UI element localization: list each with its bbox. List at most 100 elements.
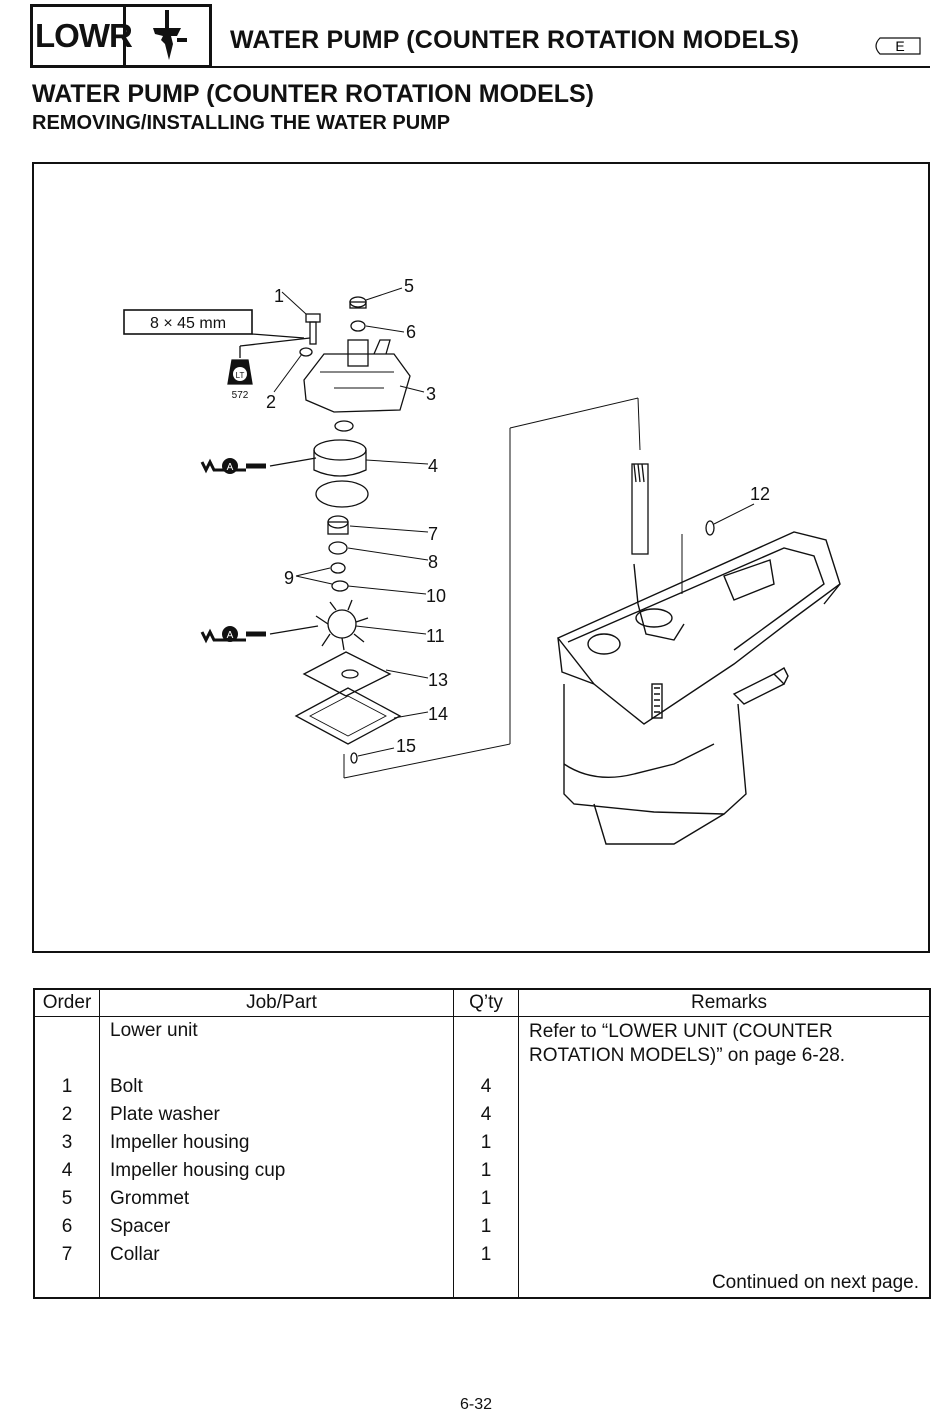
header-remarks: Remarks <box>518 989 930 1017</box>
cell-job: Lower unit <box>99 1016 454 1073</box>
cell-remarks <box>519 1157 931 1185</box>
lower-unit-housing <box>556 531 841 845</box>
page-number: 6-32 <box>460 1396 493 1413</box>
table-row: 1 Bolt 4 <box>34 1073 930 1101</box>
impeller-housing-cup <box>313 439 367 477</box>
cell-remarks <box>519 1185 931 1213</box>
svg-text:A: A <box>227 630 234 641</box>
cell-job: Spacer <box>99 1213 454 1241</box>
cell-job: Impeller housing <box>99 1129 454 1157</box>
header-title: WATER PUMP (COUNTER ROTATION MODELS) <box>230 26 800 54</box>
table-row: 4 Impeller housing cup 1 <box>34 1157 930 1185</box>
callout-12: 12 <box>750 484 770 504</box>
section-subtitle: REMOVING/INSTALLING THE WATER PUMP <box>32 112 451 134</box>
header-qty: Q’ty <box>453 989 519 1017</box>
callout-14: 14 <box>428 704 448 724</box>
table-row: Lower unit Refer to “LOWER UNIT (COUNTER… <box>34 1016 930 1073</box>
woodruff-key <box>705 520 715 536</box>
grease-icon: A <box>200 625 319 644</box>
continued-note: Continued on next page. <box>711 1272 919 1293</box>
cell-job: Grommet <box>99 1185 454 1213</box>
callout-5: 5 <box>404 276 414 296</box>
callout-3: 3 <box>426 384 436 404</box>
table-row: 5 Grommet 1 <box>34 1185 930 1213</box>
cell-order: 2 <box>34 1101 100 1129</box>
cell-remarks: Refer to “LOWER UNIT (COUNTER ROTATION M… <box>529 1021 846 1066</box>
language-letter: E <box>895 38 904 54</box>
cell-job: Plate washer <box>99 1101 454 1129</box>
bolt-size-label: 8 × 45 mm <box>150 315 226 332</box>
outer-plate-cartridge <box>302 651 392 697</box>
cell-qty: 4 <box>453 1073 519 1101</box>
cell-remarks <box>519 1213 931 1241</box>
plate-washer <box>299 347 313 357</box>
callout-8: 8 <box>428 552 438 572</box>
callout-10: 10 <box>426 586 446 606</box>
cell-order: 4 <box>34 1157 100 1185</box>
callout-9: 9 <box>284 568 294 588</box>
callout-13: 13 <box>428 670 448 690</box>
cell-qty <box>453 1016 519 1073</box>
exploded-diagram: 8 × 45 mm LT 572 <box>32 162 930 953</box>
cell-order: 3 <box>34 1129 100 1157</box>
section-code-box: LOWR <box>30 4 133 68</box>
gasket <box>294 687 402 745</box>
section-title: WATER PUMP (COUNTER ROTATION MODELS) <box>32 80 595 108</box>
callout-11: 11 <box>426 626 445 646</box>
key-washer <box>330 562 346 574</box>
header-rule <box>212 66 930 68</box>
sealant-badge: LT <box>236 371 245 380</box>
drive-shaft <box>631 463 649 555</box>
section-code: LOWR <box>35 17 133 54</box>
propeller-shaft <box>732 673 786 705</box>
cell-qty: 4 <box>453 1101 519 1129</box>
language-mark: E <box>870 36 924 56</box>
callout-2: 2 <box>266 392 276 412</box>
table-header-row: Order Job/Part Q’ty Remarks <box>34 989 930 1017</box>
cell-qty: 1 <box>453 1157 519 1185</box>
cell-remarks <box>519 1101 931 1129</box>
cell-order: 1 <box>34 1073 100 1101</box>
bolt-shank <box>309 321 317 345</box>
cell-order: 5 <box>34 1185 100 1213</box>
washer <box>331 580 349 592</box>
sealant-bottle-icon: LT 572 <box>227 337 311 401</box>
o-ring <box>334 420 354 432</box>
impeller <box>315 599 369 651</box>
callout-6: 6 <box>406 322 416 342</box>
bolt-size-box <box>123 309 253 335</box>
cell-qty: 1 <box>453 1213 519 1241</box>
seal-ring <box>315 480 369 508</box>
cell-qty: 1 <box>453 1241 519 1269</box>
cell-qty: 1 <box>453 1185 519 1213</box>
callout-4: 4 <box>428 456 438 476</box>
cell-qty: 1 <box>453 1129 519 1157</box>
bolt-head <box>305 313 321 323</box>
grease-icon: A <box>200 457 317 474</box>
dowel-pin <box>350 752 358 764</box>
cell-job: Bolt <box>99 1073 454 1101</box>
impeller-housing <box>303 339 411 413</box>
cell-remarks <box>519 1241 931 1269</box>
header-job: Job/Part <box>99 989 454 1017</box>
cell-order <box>34 1016 100 1073</box>
cell-order: 7 <box>34 1241 100 1269</box>
callout-1: 1 <box>274 286 284 306</box>
cell-remarks <box>519 1073 931 1101</box>
header-order: Order <box>34 989 100 1017</box>
cartridge-grommet <box>328 541 348 555</box>
parts-table: Order Job/Part Q’ty Remarks Lower unit R… <box>33 988 931 1299</box>
sealant-code: 572 <box>232 390 249 401</box>
water-inlet-grille <box>651 683 663 719</box>
cell-remarks <box>519 1129 931 1157</box>
lower-unit-icon <box>152 10 187 60</box>
table-row: 6 Spacer 1 <box>34 1213 930 1241</box>
table-row: 2 Plate washer 4 <box>34 1101 930 1129</box>
table-row: 7 Collar 1 <box>34 1241 930 1269</box>
table-row: 3 Impeller housing 1 <box>34 1129 930 1157</box>
callout-7: 7 <box>428 524 438 544</box>
cell-order: 6 <box>34 1213 100 1241</box>
diagram-svg: 8 × 45 mm LT 572 <box>123 276 841 845</box>
spacer <box>350 320 366 332</box>
lower-unit-icon-box <box>126 4 212 68</box>
